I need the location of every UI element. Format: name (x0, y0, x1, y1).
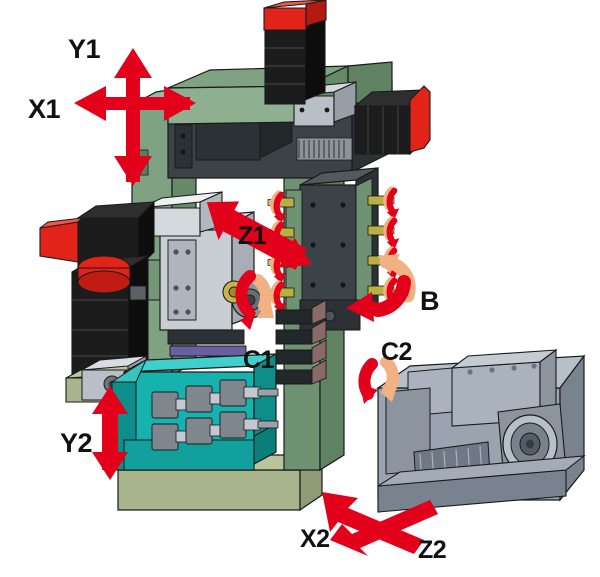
axis-label-x2: X2 (300, 525, 330, 553)
axis-label-b: B (420, 286, 440, 316)
axis-label-x1: X1 (28, 94, 61, 124)
axis-arrow-z2 (330, 500, 438, 556)
axis-label-z2: Z2 (418, 536, 447, 564)
axis-label-c1: C1 (243, 346, 274, 374)
right-gantry-motor (353, 85, 431, 156)
axis-arrow-b (346, 254, 416, 322)
axis-arrow-x2 (322, 492, 424, 554)
axis-arrow-y1 (114, 48, 152, 186)
spindle-rotation-arrows (270, 186, 400, 314)
axis-arrow-c1 (235, 270, 274, 330)
axis-arrow-z1 (206, 201, 312, 270)
axis-label-y2: Y2 (60, 428, 93, 458)
axis-arrow-c2 (358, 356, 399, 404)
axis-label-c2: C2 (381, 338, 412, 366)
axis-arrow-x1 (74, 86, 196, 121)
sub-spindle-unit (376, 348, 586, 513)
tool-block-stack (275, 299, 327, 385)
axis-arrow-y2 (92, 386, 128, 480)
turret-tool-spindles (151, 379, 279, 451)
axis-label-z1: Z1 (238, 222, 267, 250)
upper-gantry-motor (263, 0, 357, 127)
axis-label-y1: Y1 (68, 34, 101, 64)
